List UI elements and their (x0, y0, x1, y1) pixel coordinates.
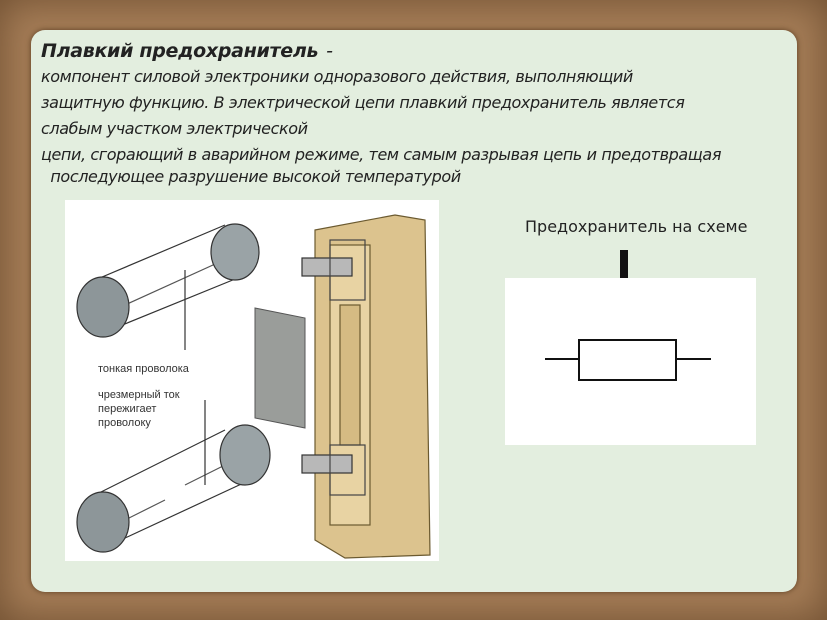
fuse-cartridge-intact (76, 223, 260, 350)
definition-line: компонент силовой электроники одноразово… (41, 67, 633, 86)
label-overcurrent-1: чрезмерный ток (98, 389, 180, 401)
label-overcurrent-2: пережигает (98, 403, 157, 415)
title-dash: - (326, 40, 333, 62)
definition-line: защитную функцию. В электрической цепи п… (41, 93, 685, 112)
label-thin-wire: тонкая проволока (98, 363, 189, 375)
fuse-cartridge-blown (76, 400, 271, 553)
definition-line: слабым участком электрической (41, 119, 308, 138)
definition-line: последующее разрушение высокой температу… (41, 167, 461, 186)
fuse-plate (254, 307, 306, 429)
schema-label: Предохранитель на схеме (525, 217, 748, 236)
definition-line: цепи, сгорающий в аварийном режиме, тем … (41, 145, 722, 164)
slide-title: Плавкий предохранитель- (41, 40, 333, 62)
fuse-illustration: тонкая проволока чрезмерный ток пережига… (65, 200, 439, 561)
fuse-holder (301, 214, 431, 559)
title-text: Плавкий предохранитель (41, 40, 319, 62)
fuse-drawing (76, 214, 431, 559)
fuse-symbol (545, 339, 711, 381)
fuse-schematic (505, 278, 756, 445)
label-overcurrent-3: проволоку (98, 417, 151, 429)
